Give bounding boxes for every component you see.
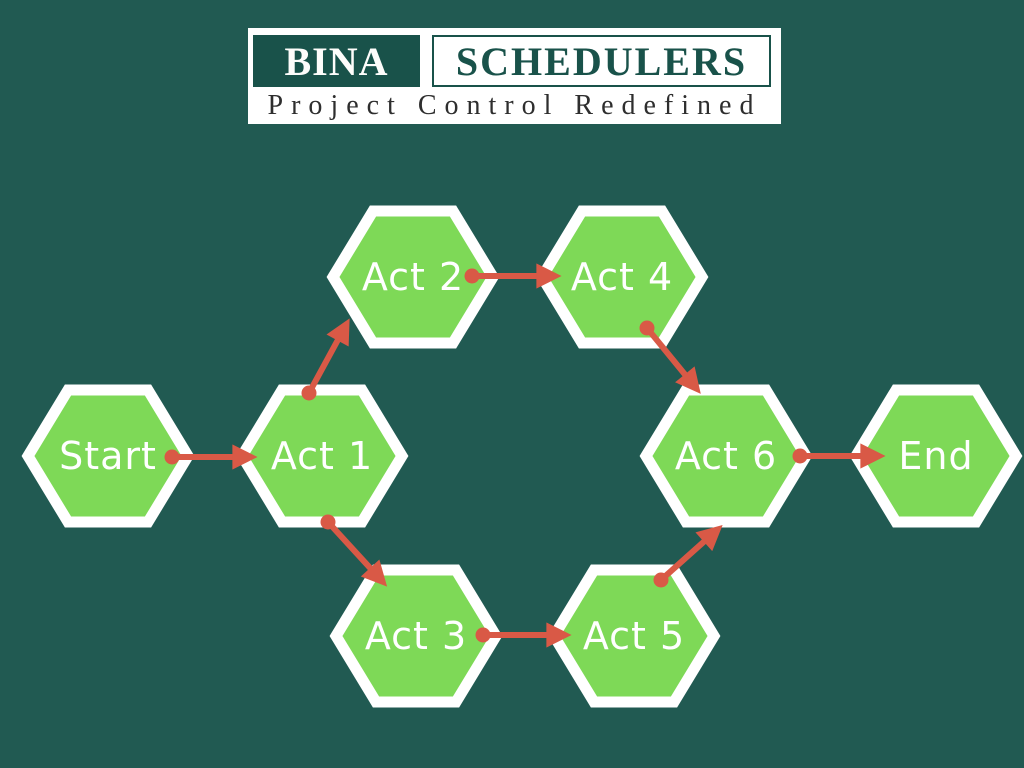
arrow-origin-dot [639, 320, 655, 336]
node-act3: Act 3 [329, 564, 503, 708]
node-act5: Act 5 [547, 564, 721, 708]
arrow-origin-dot [792, 448, 808, 464]
node-label-start: Start [59, 434, 157, 478]
arrow-origin-dot [320, 514, 336, 530]
arrow-line [325, 519, 388, 587]
hexagon-shape [849, 384, 1023, 528]
hexagon-shape [547, 564, 721, 708]
arrow-origin-dot [464, 268, 480, 284]
logo-brand-left: BINA [284, 38, 389, 84]
node-end: End [849, 384, 1023, 528]
arrow-origin-dot [164, 449, 180, 465]
logo-brand-left-box: BINA [253, 35, 420, 87]
node-act6: Act 6 [639, 384, 813, 528]
hexagon-shape [535, 205, 709, 349]
arrow-act3-to-act5 [475, 622, 572, 648]
arrow-line [659, 524, 723, 583]
node-act4: Act 4 [535, 205, 709, 349]
logo-tagline: Project Control Redefined [267, 89, 762, 121]
node-label-act3: Act 3 [365, 614, 467, 658]
node-label-act6: Act 6 [675, 434, 777, 478]
logo: BINA SCHEDULERS Project Control Redefine… [248, 28, 781, 124]
arrow-origin-dot [475, 627, 491, 643]
node-start: Start [21, 384, 195, 528]
arrow-line [644, 326, 701, 394]
logo-brand-right-box: SCHEDULERS [432, 35, 771, 87]
arrow-act2-to-act4 [464, 263, 562, 289]
arrow-act6-to-end [792, 443, 886, 469]
node-label-act1: Act 1 [271, 434, 373, 478]
node-label-act4: Act 4 [571, 255, 673, 299]
arrow-act1-to-act2 [301, 318, 350, 401]
arrow-origin-dot [653, 572, 669, 588]
node-label-end: End [898, 434, 973, 478]
arrow-start-to-act1 [164, 444, 258, 470]
node-act1: Act 1 [235, 384, 409, 528]
arrow-act5-to-act6 [653, 524, 723, 588]
arrow-act4-to-act6 [639, 320, 701, 394]
node-label-act2: Act 2 [362, 255, 464, 299]
logo-brand-right: SCHEDULERS [455, 38, 748, 84]
hexagon-shape [235, 384, 409, 528]
arrow-act1-to-act3 [320, 514, 388, 587]
node-label-act5: Act 5 [583, 614, 685, 658]
arrow-line [306, 318, 350, 395]
arrow-origin-dot [301, 385, 317, 401]
